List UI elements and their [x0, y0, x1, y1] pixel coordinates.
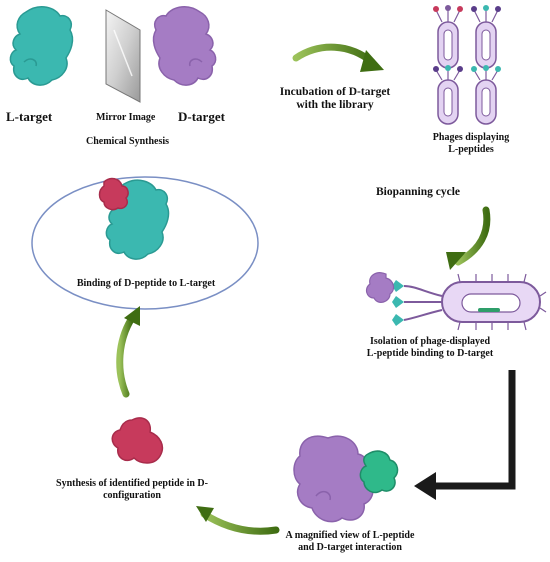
- curved-arrow-icon: [454, 206, 491, 266]
- magnified-label-line2: and D-target interaction: [298, 541, 402, 553]
- l-peptide-icon: [359, 450, 399, 494]
- d-target-protein-icon: [293, 435, 374, 523]
- incubation-label: Incubation of D-target with the library: [266, 86, 404, 112]
- synthesis-label-line2: configuration: [103, 489, 161, 501]
- elbow-arrow-icon: [430, 370, 516, 490]
- biopanning-label: Biopanning cycle: [376, 186, 461, 198]
- d-target-label: D-target: [178, 109, 225, 124]
- arrowhead-icon: [360, 50, 384, 72]
- curved-arrow-icon: [116, 314, 136, 398]
- magnified-label: A magnified view of L-peptide and D-targ…: [270, 530, 430, 553]
- synthesis-label-line1: Synthesis of identified peptide in D-: [56, 478, 208, 489]
- d-peptide-icon: [98, 177, 129, 211]
- phages-label: Phages displaying L-peptides: [416, 132, 526, 155]
- bacterium-icon: [392, 273, 547, 331]
- phage-icon: [433, 5, 463, 69]
- isolation-label: Isolation of phage-displayed L-peptide b…: [350, 336, 510, 359]
- arrowhead-icon: [414, 472, 436, 500]
- mirror-icon: [105, 9, 141, 103]
- isolation-label-line2: L-peptide binding to D-target: [366, 347, 494, 359]
- phage-icon: [433, 65, 463, 125]
- l-target-label: L-target: [6, 109, 53, 124]
- magnified-label-line1: A magnified view of L-peptide: [285, 530, 415, 541]
- d-target-protein-icon: [365, 272, 395, 303]
- mirror-image-label: Mirror Image: [96, 112, 156, 123]
- incubation-label-line1: Incubation of D-target: [279, 86, 391, 98]
- curved-arrow-icon: [200, 510, 280, 535]
- incubation-label-line2: with the library: [296, 99, 374, 112]
- arrowhead-icon: [446, 252, 466, 270]
- arrowhead-icon: [196, 506, 214, 522]
- chemical-synthesis-label: Chemical Synthesis: [86, 136, 170, 147]
- phages-label-line2: L-peptides: [448, 143, 494, 155]
- isolation-label-line1: Isolation of phage-displayed: [369, 336, 491, 347]
- binding-label: Binding of D-peptide to L-target: [76, 278, 216, 289]
- phage-icon: [471, 5, 501, 69]
- phage-icon: [471, 65, 501, 125]
- binding-ellipse: [31, 176, 259, 310]
- l-target-protein-icon: [9, 6, 74, 86]
- synthesis-label: Synthesis of identified peptide in D- co…: [32, 478, 232, 501]
- d-target-protein-icon: [152, 6, 217, 86]
- curved-arrow-icon: [292, 43, 376, 66]
- phages-label-line1: Phages displaying: [432, 132, 510, 143]
- arrowhead-icon: [124, 306, 140, 326]
- d-peptide-icon: [111, 417, 164, 464]
